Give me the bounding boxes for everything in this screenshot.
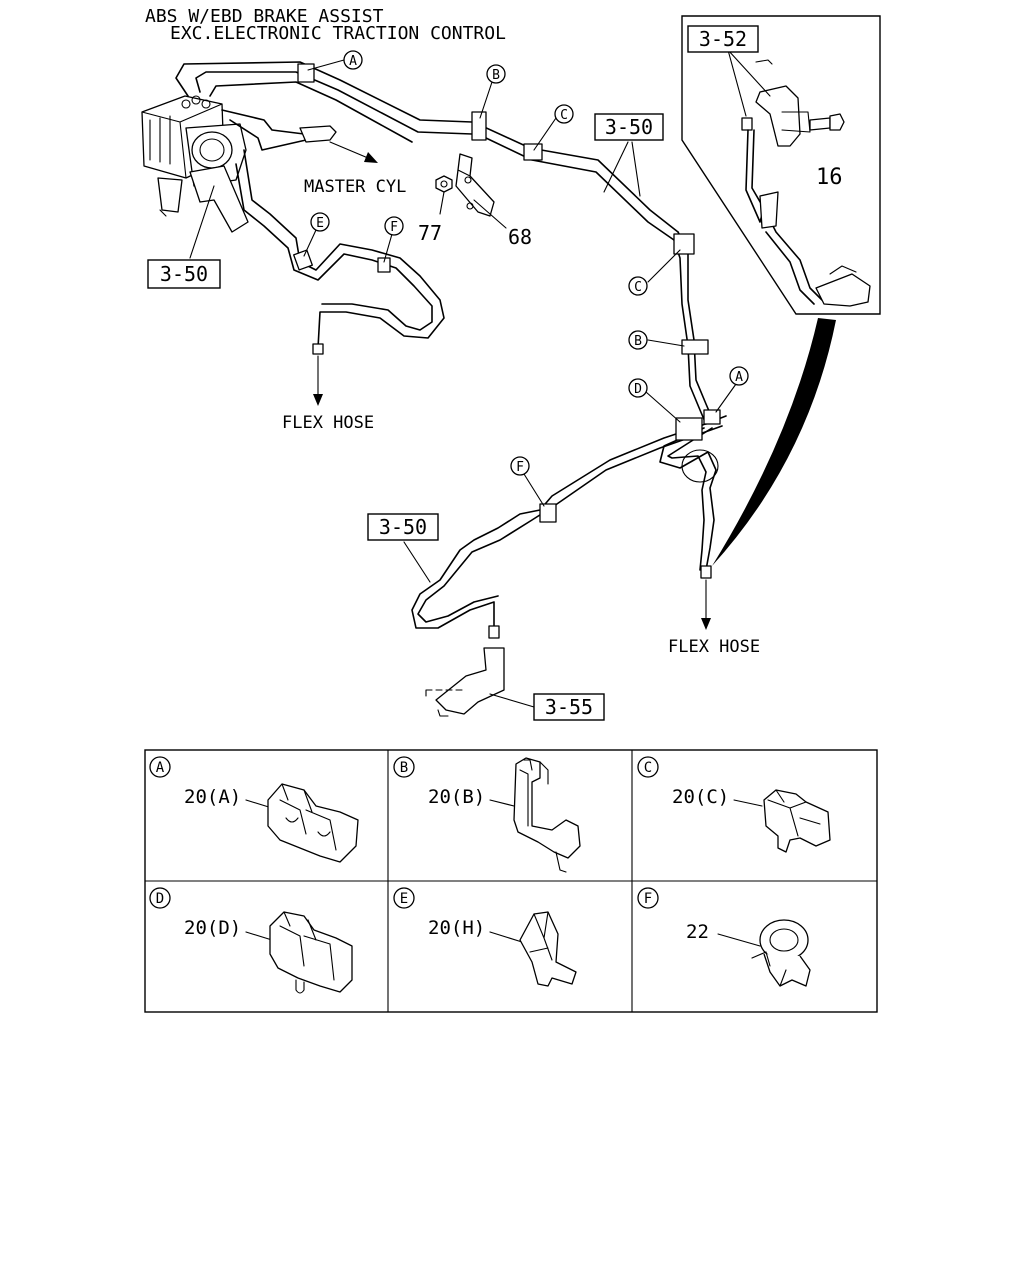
- grid-cell-a: A 20(A): [149, 756, 359, 863]
- master-cyl-arrow: [329, 141, 378, 163]
- grid-cell-b: B 20(C) 20(B): [393, 756, 581, 873]
- svg-text:3-50: 3-50: [160, 262, 208, 286]
- header-line1: ABS W/EBD BRAKE ASSIST: [145, 6, 384, 27]
- abs-modulator-unit: [141, 95, 249, 233]
- flex-hose-right-arrow: [701, 579, 711, 630]
- svg-text:A: A: [349, 54, 357, 69]
- bracket-68: [455, 153, 495, 217]
- ref-box-3-50-top: 3-50: [594, 113, 664, 197]
- part-77-label: 77: [418, 221, 442, 245]
- svg-text:C: C: [634, 280, 642, 295]
- clip-22-icon: [751, 919, 811, 987]
- clip-20d-icon: [269, 911, 353, 994]
- ref-box-3-50-mid: 3-50: [367, 513, 439, 583]
- callout-E1: E: [303, 212, 330, 257]
- svg-text:3-52: 3-52: [699, 27, 747, 51]
- callout-D1: D: [628, 378, 681, 423]
- svg-text:E: E: [316, 216, 324, 231]
- inset-detail-3-52: [681, 15, 881, 315]
- left-brake-lines: [175, 61, 679, 355]
- clip-detail-grid: [144, 749, 878, 1013]
- grid-cell-f-letter: F: [644, 891, 652, 907]
- detail-leader-wedge: [712, 318, 836, 566]
- ref-box-3-55: 3-55: [489, 693, 605, 721]
- grid-cell-f-part: 22: [686, 921, 709, 943]
- grid-cell-e-letter: E: [400, 891, 408, 907]
- master-cyl-label: MASTER CYL: [304, 177, 406, 197]
- clip-20b-icon: [513, 757, 581, 873]
- clip-20a-icon: [267, 783, 359, 863]
- svg-text:3-50: 3-50: [379, 515, 427, 539]
- grid-cell-c-letter: C: [644, 760, 652, 776]
- svg-text:B: B: [634, 334, 642, 349]
- grid-cell-b-letter: B: [400, 760, 408, 776]
- callout-C1: C: [533, 104, 574, 151]
- grid-cell-d-part: 20(D): [184, 917, 241, 939]
- callout-C2: C: [628, 249, 681, 296]
- grid-cell-e-part: 20(H): [428, 917, 485, 939]
- flex-hose-left-arrow: [313, 355, 323, 406]
- right-brake-lines: [411, 231, 727, 639]
- grid-cell-a-part: 20(A): [184, 786, 241, 808]
- flex-hose-right-label: FLEX HOSE: [668, 637, 760, 657]
- grid-cell-a-letter: A: [156, 760, 165, 776]
- callout-F1: F: [383, 216, 404, 263]
- nut-77: [435, 175, 453, 215]
- svg-text:F: F: [390, 220, 398, 235]
- header-line2: EXC.ELECTRONIC TRACTION CONTROL: [170, 23, 506, 44]
- callout-A2: A: [715, 366, 749, 413]
- clip-20c-icon: [763, 789, 831, 853]
- flex-hose-left-label: FLEX HOSE: [282, 413, 374, 433]
- ref-box-3-52: 3-52: [687, 25, 759, 53]
- grid-cell-f: F 22: [637, 887, 811, 987]
- grid-cell-d-letter: D: [156, 891, 164, 907]
- svg-text:3-55: 3-55: [545, 695, 593, 719]
- grid-cell-e: E 20(H): [393, 887, 577, 987]
- svg-text:D: D: [634, 382, 642, 397]
- grid-cell-c: C 20(C): [637, 756, 831, 853]
- grid-cell-b-part-label: 20(B): [428, 786, 485, 808]
- part-68-label: 68: [508, 225, 532, 249]
- grid-cell-d: D 20(D): [149, 887, 353, 994]
- svg-text:C: C: [560, 108, 568, 123]
- callout-F2: F: [510, 456, 545, 507]
- svg-text:B: B: [492, 68, 500, 83]
- callout-B2: B: [628, 330, 685, 350]
- svg-text:F: F: [516, 460, 524, 475]
- part-16-label: 16: [816, 165, 843, 190]
- ref-box-3-50-left: 3-50: [147, 185, 221, 289]
- bracket-3-55: [425, 647, 505, 717]
- callout-B1: B: [479, 64, 506, 119]
- svg-text:3-50: 3-50: [605, 115, 653, 139]
- callout-A1: A: [307, 50, 363, 71]
- clip-20h-icon: [519, 911, 577, 987]
- svg-text:A: A: [735, 370, 743, 385]
- grid-cell-c-part: 20(C): [672, 786, 729, 808]
- bolt-16: [809, 113, 845, 131]
